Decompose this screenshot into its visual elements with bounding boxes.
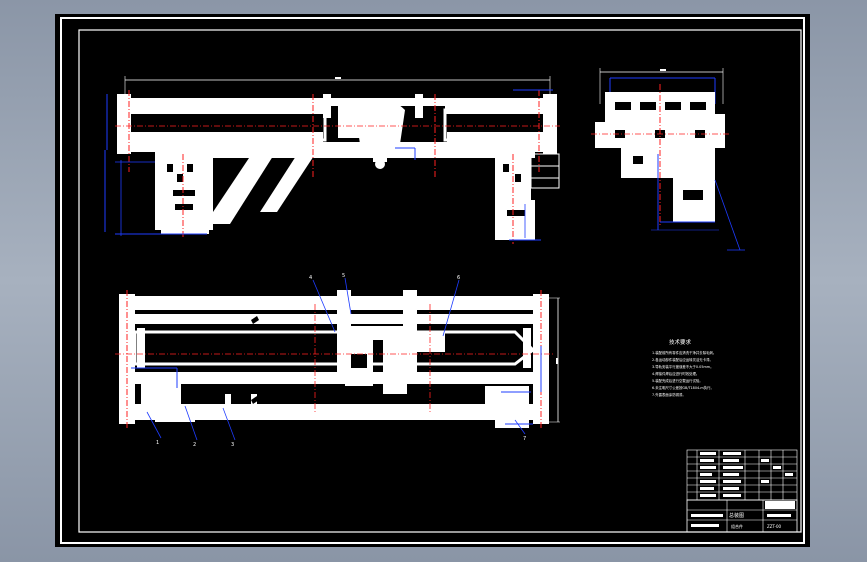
part-label-1: 1 bbox=[156, 440, 159, 446]
note-line-4: 4.焊接件焊后应进行时效处理。 bbox=[652, 371, 699, 376]
part-label-5: 5 bbox=[342, 273, 345, 279]
part-number-labels: 1 2 3 4 5 6 7 bbox=[156, 273, 526, 448]
top-view bbox=[115, 277, 560, 441]
note-line-3: 3.导轨安装平行度误差不大于0.05mm。 bbox=[652, 364, 713, 369]
parts-list-fill bbox=[700, 452, 793, 497]
note-line-7: 7.外露表面涂防锈漆。 bbox=[652, 392, 686, 397]
material-cell: 组合件 bbox=[731, 523, 743, 529]
note-line-6: 6.未注明尺寸公差按GB/T1804-m执行。 bbox=[652, 385, 714, 390]
front-view bbox=[104, 76, 560, 244]
drawing-sheet: 1 2 3 4 5 6 7 技术要求 1.装配前所有零件应清洗干净并去除毛刺。 … bbox=[55, 14, 810, 547]
part-label-6: 6 bbox=[457, 275, 460, 281]
note-line-2: 2.各运动部件装配后应运转灵活无卡滞。 bbox=[652, 357, 713, 362]
drawing-name: 总装图 bbox=[729, 512, 744, 519]
notes-title: 技术要求 bbox=[669, 338, 692, 346]
part-label-4: 4 bbox=[309, 275, 312, 281]
inner-frame bbox=[78, 29, 802, 533]
outer-frame bbox=[60, 17, 805, 544]
note-line-1: 1.装配前所有零件应清洗干净并去除毛刺。 bbox=[652, 350, 716, 355]
cad-drawing: 1 2 3 4 5 6 7 技术要求 1.装配前所有零件应清洗干净并去除毛刺。 … bbox=[60, 17, 805, 544]
part-label-7: 7 bbox=[523, 436, 526, 442]
part-label-2: 2 bbox=[193, 442, 196, 448]
drawing-number: ZZT-00 bbox=[767, 524, 782, 529]
title-block: 总装图 组合件 ZZT-00 bbox=[686, 499, 798, 533]
side-view bbox=[591, 68, 745, 251]
technical-notes: 技术要求 1.装配前所有零件应清洗干净并去除毛刺。 2.各运动部件装配后应运转灵… bbox=[652, 338, 716, 397]
part-label-3: 3 bbox=[231, 442, 234, 448]
note-line-5: 5.装配完成后进行空载运行试验。 bbox=[652, 378, 703, 383]
